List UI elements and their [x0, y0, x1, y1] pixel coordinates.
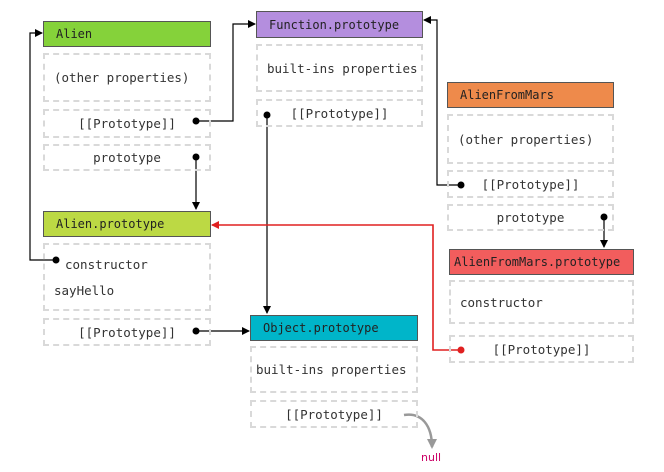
alien-proto-link: [[Prototype]] — [43, 109, 211, 138]
alien-other-properties: (other properties) — [43, 53, 211, 102]
alien-prototype-proto-link: [[Prototype]] — [43, 318, 211, 346]
dot-alien-prototype-constructor — [52, 256, 60, 264]
alien-prototype-header: Alien.prototype — [43, 211, 211, 237]
object-prototype-proto-link: [[Prototype]] — [250, 400, 418, 428]
alien-prototype-method: sayHello — [54, 282, 115, 298]
dot-function-prototype-proto-link — [263, 111, 271, 119]
alien-header: Alien — [43, 21, 211, 47]
dot-alien-prototype-proto-link — [192, 327, 200, 335]
alien-from-mars-prototype-header: AlienFromMars.prototype — [449, 249, 634, 275]
alien-from-mars-header: AlienFromMars — [447, 82, 614, 108]
arrow-mars-proto-to-function-prototype — [423, 16, 461, 186]
object-prototype-builtins: built-ins properties — [250, 346, 418, 393]
object-prototype-header: Object.prototype — [250, 315, 418, 341]
function-prototype-proto-link: [[Prototype]] — [256, 99, 423, 127]
arrow-object-prototype-to-null — [403, 413, 437, 449]
dot-alien-prototype — [192, 153, 200, 161]
alien-from-mars-prototype-property: prototype — [447, 204, 614, 231]
alien-from-mars-prototype-constructor: constructor — [449, 280, 634, 324]
alien-prototype-constructor: constructor — [65, 256, 148, 272]
function-prototype-builtins: built-ins properties — [256, 44, 423, 92]
dot-alien-proto-link — [192, 117, 200, 125]
dot-mars-prototype — [600, 213, 608, 221]
dot-mars-prototype-proto-link — [457, 346, 465, 354]
alien-from-mars-prototype-proto-link: [[Prototype]] — [449, 335, 634, 363]
alien-from-mars-proto-link: [[Prototype]] — [447, 170, 614, 198]
arrow-mars-prototype-to-alien-prototype — [211, 221, 461, 351]
function-prototype-header: Function.prototype — [256, 11, 423, 38]
dot-mars-proto-link — [457, 181, 465, 189]
alien-prototype-members: constructor sayHello — [43, 243, 211, 311]
alien-prototype-property: prototype — [43, 144, 211, 171]
arrow-alien-proto-to-function-prototype — [196, 20, 256, 122]
null-label: null — [421, 451, 442, 464]
alien-from-mars-other-properties: (other properties) — [447, 114, 614, 164]
